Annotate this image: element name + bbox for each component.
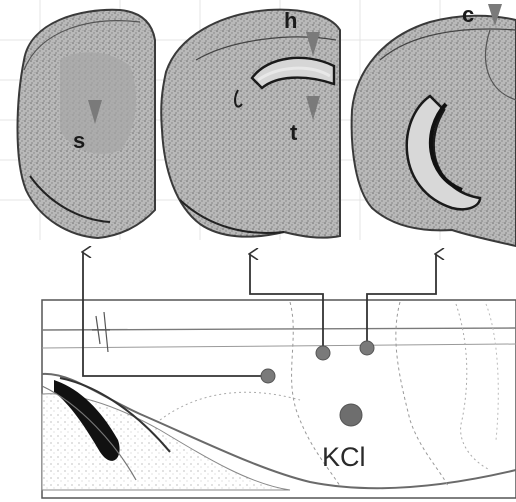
section-panel-striatum	[18, 10, 156, 238]
site-dot-hippocampus	[316, 346, 330, 360]
kcl-injection-dot	[340, 404, 362, 426]
kcl-label: KCl	[322, 442, 366, 472]
site-dot-striatum	[261, 369, 275, 383]
sagittal-slice-panel	[42, 300, 516, 498]
label-c: c	[462, 2, 474, 27]
label-t: t	[290, 120, 298, 145]
section-panel-cortex	[352, 16, 516, 246]
site-dot-cortex	[360, 341, 374, 355]
label-s: s	[73, 128, 85, 153]
label-h: h	[284, 8, 297, 33]
